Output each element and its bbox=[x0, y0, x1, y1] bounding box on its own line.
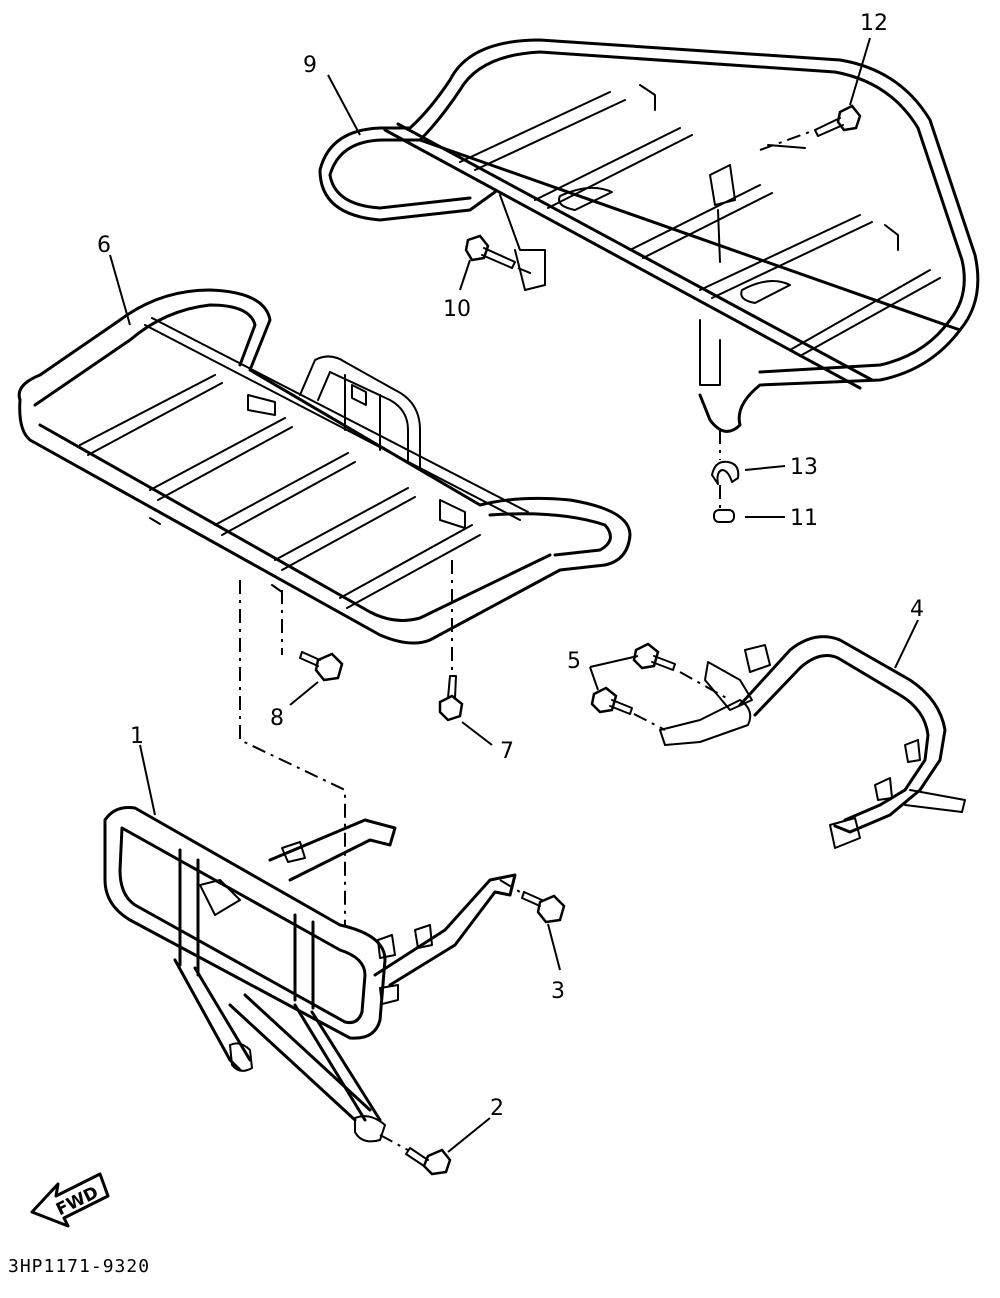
leader-lines bbox=[109, 37, 919, 1153]
drawing-number: 3HP1171-9320 bbox=[8, 1256, 150, 1277]
bolt-5-lower bbox=[590, 686, 633, 715]
callout-1: 1 bbox=[130, 724, 144, 749]
front-carrier-part-6 bbox=[17, 288, 632, 645]
assembly-lines bbox=[239, 129, 816, 1151]
callout-3: 3 bbox=[551, 979, 565, 1004]
bolt-12 bbox=[814, 104, 862, 137]
callout-10: 10 bbox=[443, 297, 471, 322]
callout-11: 11 bbox=[790, 506, 818, 531]
fwd-arrow-icon: FWD bbox=[30, 1172, 110, 1228]
callout-9: 9 bbox=[303, 53, 317, 78]
callout-13: 13 bbox=[790, 455, 818, 480]
callout-2: 2 bbox=[490, 1096, 504, 1121]
callout-5: 5 bbox=[567, 649, 581, 674]
callout-4: 4 bbox=[910, 597, 924, 622]
bolt-5-upper bbox=[632, 642, 676, 671]
callout-labels: 12 9 6 10 13 11 4 5 8 7 1 3 2 bbox=[97, 11, 924, 1121]
clip-13 bbox=[711, 460, 740, 485]
bolt-10 bbox=[464, 234, 516, 269]
front-guard-part-1 bbox=[103, 806, 517, 1143]
bolt-7 bbox=[438, 675, 464, 722]
fwd-label: FWD bbox=[53, 1183, 102, 1220]
rear-carrier-part-9 bbox=[318, 38, 980, 433]
callout-8: 8 bbox=[270, 706, 284, 731]
callout-7: 7 bbox=[500, 739, 514, 764]
callout-6: 6 bbox=[97, 233, 111, 258]
bolt-3 bbox=[521, 891, 566, 924]
cap-11 bbox=[713, 509, 735, 523]
rear-bracket-part-4 bbox=[659, 635, 966, 849]
bolt-8 bbox=[299, 651, 344, 682]
bolt-2 bbox=[405, 1147, 452, 1176]
callout-12: 12 bbox=[860, 11, 888, 36]
